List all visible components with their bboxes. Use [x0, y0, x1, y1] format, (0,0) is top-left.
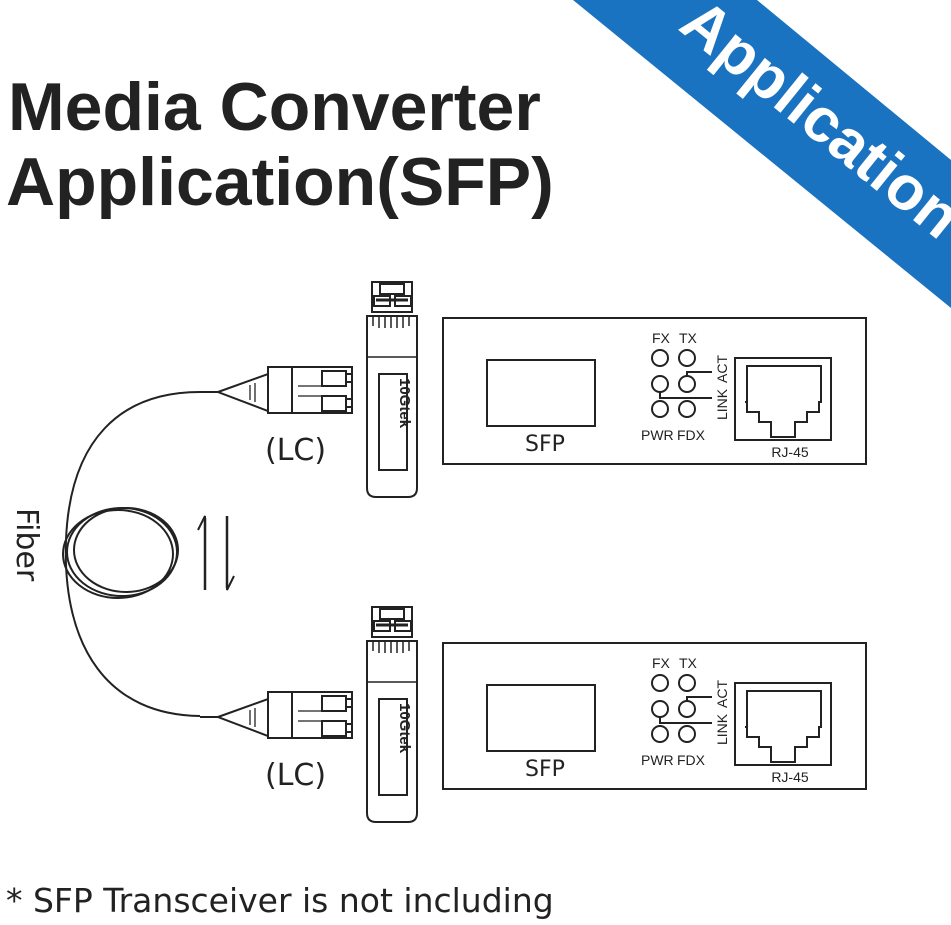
lc-label-bottom: (LC): [265, 758, 326, 793]
led-fdx-label: FDX: [677, 427, 706, 443]
led-link-label: LINK: [714, 713, 730, 745]
sfp-port-label-bottom: SFP: [525, 757, 565, 782]
led-fx-label: FX: [652, 655, 671, 671]
lc-label-top: (LC): [265, 433, 326, 468]
led-fx-label: FX: [652, 330, 671, 346]
sfp-port-label-top: SFP: [525, 432, 565, 457]
led-tx-label: TX: [679, 330, 698, 346]
led-pwr-label: PWR: [641, 752, 674, 768]
led-fdx-label: FDX: [677, 752, 706, 768]
application-banner: [573, 0, 951, 308]
led-tx-label: TX: [679, 655, 698, 671]
fiber-label: Fiber: [9, 508, 44, 582]
bottom-link: 10Gtek (LC) SFP FX TX PWR FDX ACT LINK R…: [198, 605, 867, 824]
title-line2-main: Application: [6, 144, 376, 220]
title-line2: Application(SFP): [6, 144, 554, 220]
title-line1: Media Converter: [8, 69, 541, 145]
bidirectional-arrows-icon: [197, 515, 235, 591]
led-pwr-label: PWR: [641, 427, 674, 443]
fiber-cable: [62, 391, 201, 717]
led-link-label: LINK: [714, 388, 730, 420]
rj45-label-bottom: RJ-45: [771, 769, 809, 785]
led-act-label: ACT: [714, 355, 730, 383]
top-link: 10Gtek (LC) SFP FX TX PWR FDX ACT LINK R…: [198, 280, 867, 499]
led-act-label: ACT: [714, 680, 730, 708]
sfp-brand-top: 10Gtek: [396, 378, 413, 429]
footnote: * SFP Transceiver is not including: [6, 881, 554, 920]
rj45-label-top: RJ-45: [771, 444, 809, 460]
title-line2-suffix: (SFP): [376, 144, 554, 220]
sfp-brand-bottom: 10Gtek: [396, 703, 413, 754]
